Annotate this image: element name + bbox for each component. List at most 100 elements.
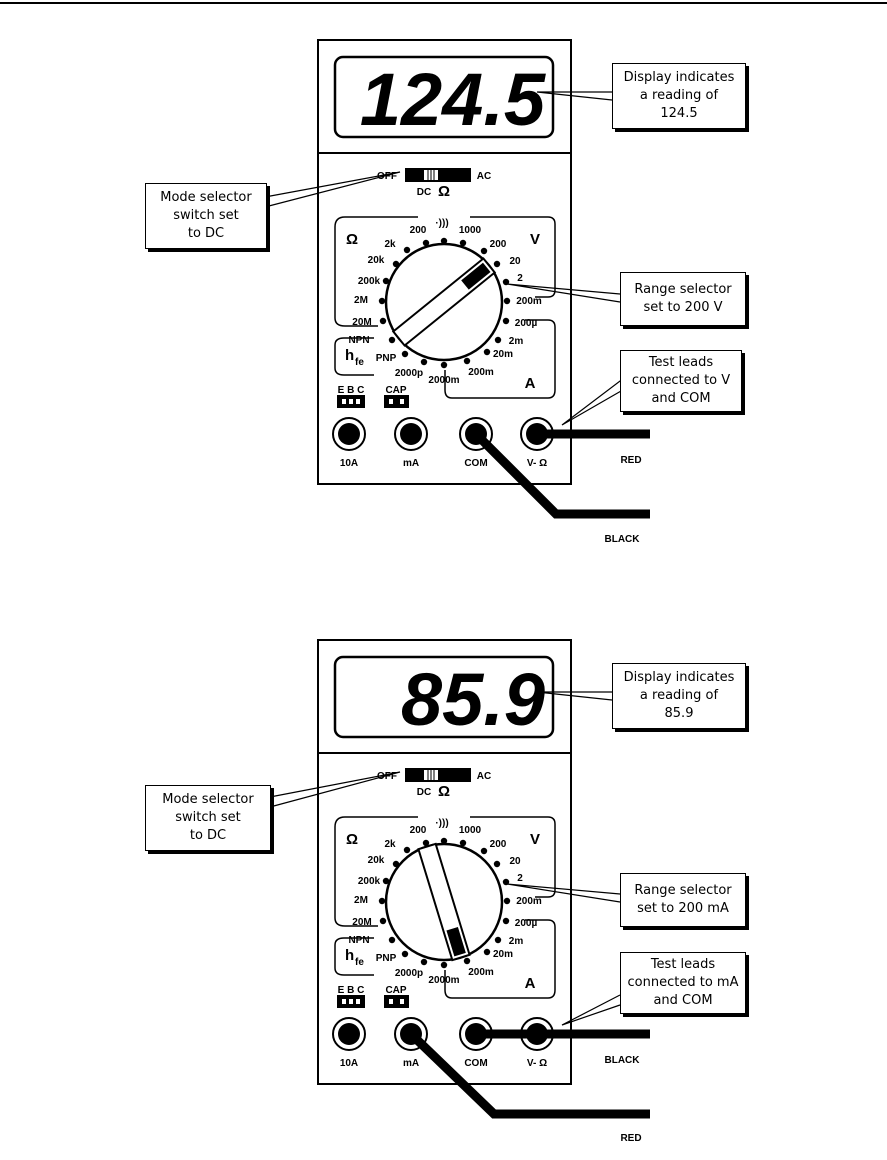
range-2M[interactable]: 2M xyxy=(354,295,368,306)
black-lead xyxy=(472,430,650,519)
ebc-label: E B C xyxy=(338,985,365,996)
amp-symbol: A xyxy=(525,375,536,392)
hfe-h-label: h xyxy=(345,347,354,364)
continuity-symbol[interactable]: ·))) xyxy=(435,218,448,229)
amp-range-box xyxy=(444,919,556,999)
range-2M[interactable]: 2M xyxy=(354,895,368,906)
range-200k[interactable]: 200k xyxy=(358,876,381,887)
ebc-label: E B C xyxy=(338,385,365,396)
hfe-pnp-label[interactable]: PNP xyxy=(376,353,397,364)
jack-10a[interactable] xyxy=(332,417,366,451)
jack-v-ohm-label: V- Ω xyxy=(527,458,547,469)
range-2k[interactable]: 2k xyxy=(384,839,396,850)
switch-dc-label: DC xyxy=(417,787,431,798)
jack-ma-label: mA xyxy=(403,458,419,469)
hfe-pnp-label[interactable]: PNP xyxy=(376,953,397,964)
switch-off-label: OFF xyxy=(377,171,397,182)
volt-symbol: V xyxy=(530,231,540,248)
range-20M[interactable]: 20M xyxy=(352,917,371,928)
range-200ma[interactable]: 200m xyxy=(468,367,494,378)
continuity-symbol[interactable]: ·))) xyxy=(435,818,448,829)
switch-ohm-label: Ω xyxy=(438,183,450,200)
hfe-range-box xyxy=(334,337,374,376)
lcd-window xyxy=(333,655,555,739)
cap-label: CAP xyxy=(385,985,406,996)
range-20k[interactable]: 20k xyxy=(368,855,385,866)
ohm-range-box xyxy=(334,816,418,927)
volt-range-box xyxy=(470,816,556,898)
dial-dots xyxy=(378,837,511,969)
range-2000p[interactable]: 2000p xyxy=(395,368,423,379)
dial-dots xyxy=(378,237,511,369)
range-20M[interactable]: 20M xyxy=(352,317,371,328)
range-200ua[interactable]: 200µ xyxy=(515,918,538,929)
range-2v[interactable]: 2 xyxy=(517,873,523,884)
switch-ac-label: AC xyxy=(477,771,491,782)
lcd-reading: 85.9 xyxy=(401,658,545,741)
range-20v[interactable]: 20 xyxy=(509,256,521,267)
range-knob-pointer[interactable] xyxy=(391,257,497,347)
range-2000p[interactable]: 2000p xyxy=(395,968,423,979)
jack-com-label: COM xyxy=(464,1058,487,1069)
range-20ma[interactable]: 20m xyxy=(493,949,513,960)
range-2k[interactable]: 2k xyxy=(384,239,396,250)
ohm-symbol: Ω xyxy=(346,231,358,248)
jack-ma[interactable] xyxy=(394,417,428,451)
range-200-ohm[interactable]: 200 xyxy=(410,825,427,836)
jack-10a-label: 10A xyxy=(340,1058,358,1069)
hfe-fe-label: fe xyxy=(355,357,364,368)
page-top-rule xyxy=(0,2,887,4)
cap-socket[interactable] xyxy=(384,995,409,1008)
range-knob-pointer[interactable] xyxy=(417,842,471,962)
hfe-npn-label[interactable]: NPN xyxy=(348,335,369,346)
range-200mv[interactable]: 200m xyxy=(516,296,542,307)
range-2ma[interactable]: 2m xyxy=(509,336,524,347)
range-200v[interactable]: 200 xyxy=(490,239,507,250)
cap-socket[interactable] xyxy=(384,395,409,408)
red-lead-label: RED xyxy=(620,455,641,466)
amp-range-box xyxy=(444,319,556,399)
lcd-window xyxy=(333,55,555,139)
ohm-symbol: Ω xyxy=(346,831,358,848)
hfe-fe-label: fe xyxy=(355,957,364,968)
range-2ma[interactable]: 2m xyxy=(509,936,524,947)
range-20ma[interactable]: 20m xyxy=(493,349,513,360)
range-2v[interactable]: 2 xyxy=(517,273,523,284)
jack-ma-label: mA xyxy=(403,1058,419,1069)
hfe-h-label: h xyxy=(345,947,354,964)
red-lead-label: RED xyxy=(620,1133,641,1144)
range-200ua[interactable]: 200µ xyxy=(515,318,538,329)
range-1000v[interactable]: 1000 xyxy=(459,825,482,836)
switch-dc-label: DC xyxy=(417,187,431,198)
callout-pointers xyxy=(264,91,629,426)
jack-10a[interactable] xyxy=(332,1017,366,1051)
multimeter-2: 85.9 OFF AC DC Ω Ω V A 200 2k 20k 200k 2… xyxy=(269,639,650,1144)
range-200v[interactable]: 200 xyxy=(490,839,507,850)
range-200-ohm[interactable]: 200 xyxy=(410,225,427,236)
jack-com-label: COM xyxy=(464,458,487,469)
cap-label: CAP xyxy=(385,385,406,396)
switch-ac-label: AC xyxy=(477,171,491,182)
range-200k[interactable]: 200k xyxy=(358,276,381,287)
range-2000ma[interactable]: 2000m xyxy=(428,975,459,986)
hfe-npn-label[interactable]: NPN xyxy=(348,935,369,946)
hfe-range-box xyxy=(334,937,374,976)
range-20v[interactable]: 20 xyxy=(509,856,521,867)
black-lead-label: BLACK xyxy=(605,1055,641,1066)
amp-symbol: A xyxy=(525,975,536,992)
range-2000ma[interactable]: 2000m xyxy=(428,375,459,386)
volt-range-box xyxy=(470,216,556,298)
range-20k[interactable]: 20k xyxy=(368,255,385,266)
volt-symbol: V xyxy=(530,831,540,848)
range-200mv[interactable]: 200m xyxy=(516,896,542,907)
jack-v-ohm-label: V- Ω xyxy=(527,1058,547,1069)
range-1000v[interactable]: 1000 xyxy=(459,225,482,236)
range-200ma[interactable]: 200m xyxy=(468,967,494,978)
